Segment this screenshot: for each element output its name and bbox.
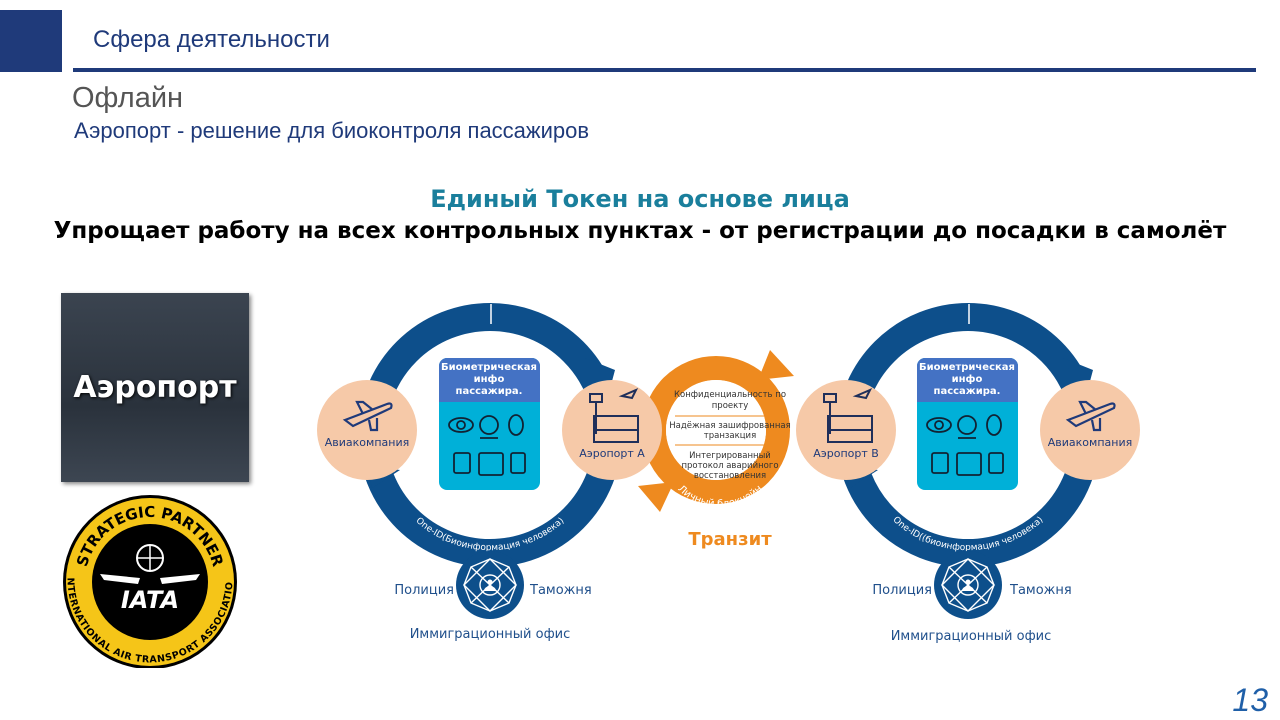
network-icon — [455, 550, 525, 620]
svg-text:протокол аварийного: протокол аварийного — [681, 461, 778, 471]
svg-text:IATA: IATA — [121, 586, 179, 614]
page-title: Сфера деятельности — [93, 26, 330, 53]
svg-text:Конфиденциальность по: Конфиденциальность по — [674, 390, 786, 400]
svg-text:Надёжная зашифрованная: Надёжная зашифрованная — [669, 421, 791, 431]
iata-logo: STRATEGIC PARTNER INTERNATIONAL AIR TRAN… — [60, 492, 237, 668]
svg-text:Интегрированный: Интегрированный — [689, 451, 771, 461]
svg-text:инфо: инфо — [474, 373, 505, 385]
node-airline: Авиакомпания — [1040, 380, 1140, 480]
svg-text:Авиакомпания: Авиакомпания — [325, 436, 409, 449]
transit-label: Транзит — [688, 529, 772, 550]
node-airline: Авиакомпания — [317, 380, 417, 480]
airport-image-label: Аэропорт — [73, 370, 237, 405]
node-airport-b: Аэропорт В — [796, 380, 896, 480]
network-icon — [933, 550, 1003, 620]
svg-text:пассажира.: пассажира. — [934, 386, 1001, 397]
subheadline: Упрощает работу на всех контрольных пунк… — [53, 218, 1227, 244]
left-cycle: Стандарт CUSS Био-аутентификация One-ID(… — [0, 280, 662, 642]
svg-text:Авиакомпания: Авиакомпания — [1048, 436, 1132, 449]
svg-text:проекту: проекту — [712, 401, 749, 411]
headline: Единый Токен на основе лица — [430, 185, 850, 213]
svg-text:Аэропорт В: Аэропорт В — [813, 447, 879, 460]
svg-text:Иммиграционный офис: Иммиграционный офис — [891, 629, 1052, 644]
svg-text:Полиция: Полиция — [872, 583, 932, 598]
node-airport-a: Аэропорт А — [562, 380, 662, 480]
header-accent-square — [0, 10, 62, 72]
airport-image: Аэропорт — [61, 293, 249, 482]
svg-text:Таможня: Таможня — [1009, 583, 1072, 598]
page-number: 13 — [1232, 682, 1268, 718]
svg-text:инфо: инфо — [952, 373, 983, 385]
svg-text:Аэропорт А: Аэропорт А — [579, 447, 645, 460]
svg-text:восстановления: восстановления — [694, 471, 766, 481]
section-title: Офлайн — [72, 82, 184, 114]
svg-text:Биометрическая: Биометрическая — [441, 362, 537, 373]
svg-text:Полиция: Полиция — [394, 583, 454, 598]
svg-text:Таможня: Таможня — [529, 583, 592, 598]
svg-text:пассажира.: пассажира. — [456, 386, 523, 397]
svg-text:Биометрическая: Биометрическая — [919, 362, 1015, 373]
section-subtitle: Аэропорт - решение для биоконтроля пасса… — [74, 118, 590, 143]
svg-text:транзакция: транзакция — [704, 431, 756, 441]
svg-text:Иммиграционный офис: Иммиграционный офис — [410, 627, 571, 642]
header-divider — [73, 68, 1256, 72]
